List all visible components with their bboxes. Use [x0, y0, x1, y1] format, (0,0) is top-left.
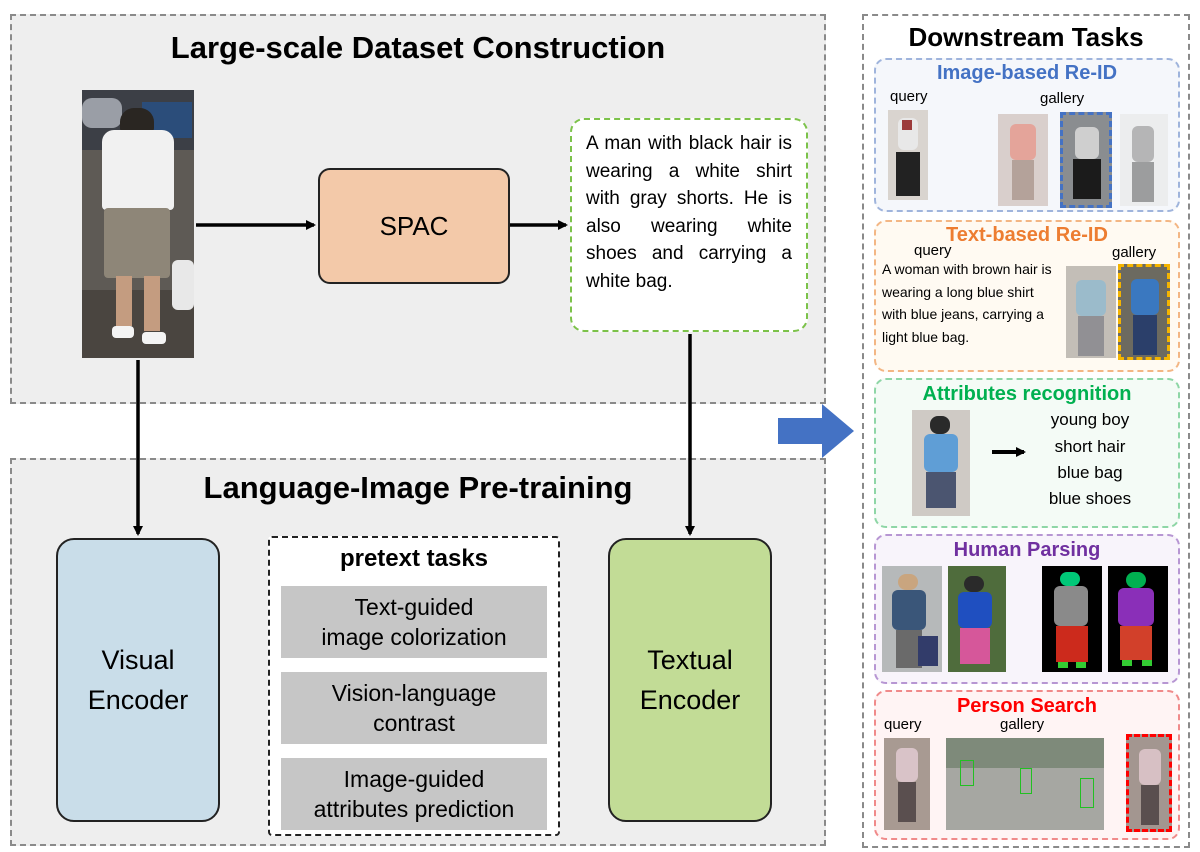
- spac-box: SPAC: [318, 168, 510, 284]
- image-reid-gallery-photo-2: [1060, 112, 1112, 208]
- attribute-item-3: blue bag: [1057, 463, 1123, 482]
- attribute-item-4: blue shoes: [1048, 489, 1132, 508]
- image-reid-gallery-photo-3: [1120, 114, 1168, 206]
- search-gallery-photo: [946, 738, 1104, 830]
- visual-encoder-box: Visual Encoder: [56, 538, 220, 822]
- person-photo: [82, 90, 194, 358]
- attribute-item-1: young boy: [1050, 410, 1130, 429]
- search-query-photo: [884, 738, 930, 830]
- dataset-construction-title: Large-scale Dataset Construction: [170, 30, 666, 65]
- visual-encoder-label: Visual Encoder: [87, 645, 189, 715]
- image-reid-query-photo: [888, 110, 928, 200]
- attributes-title: Attributes recognition: [922, 383, 1132, 405]
- pretext-task-contrast: Vision-language contrast: [281, 672, 547, 744]
- image-reid-gallery-label: gallery: [1040, 90, 1085, 107]
- text-reid-title: Text-based Re-ID: [946, 224, 1108, 246]
- text-reid-gallery-photo-1: [1066, 266, 1116, 358]
- big-blue-arrow: [778, 404, 854, 458]
- pretraining-title: Language-Image Pre-training: [203, 470, 633, 505]
- text-reid-gallery-photo-2: [1118, 264, 1170, 360]
- text-reid-gallery-label: gallery: [1112, 244, 1157, 261]
- textual-encoder-label: Textual Encoder: [639, 645, 741, 715]
- search-gallery-label: gallery: [1000, 716, 1045, 733]
- image-reid-gallery-photo-1: [998, 114, 1048, 206]
- spac-label: SPAC: [379, 210, 449, 241]
- attribute-item-2: short hair: [1054, 437, 1126, 456]
- attributes-photo: [912, 410, 970, 516]
- parsing-photo-1: [882, 566, 942, 672]
- parsing-title: Human Parsing: [953, 539, 1101, 561]
- text-reid-query-label: query: [914, 242, 952, 259]
- caption-text: A man with black hair is wearing a white…: [586, 133, 792, 292]
- search-title: Person Search: [956, 695, 1098, 717]
- search-query-label: query: [884, 716, 922, 733]
- text-reid-query-text: A woman with brown hair is wearing a lon…: [882, 261, 1052, 345]
- downstream-title: Downstream Tasks: [908, 22, 1144, 52]
- image-reid-title: Image-based Re-ID: [936, 62, 1118, 84]
- image-reid-query-label: query: [890, 88, 928, 105]
- caption-box: A man with black hair is wearing a white…: [570, 118, 808, 332]
- pretext-task-attributes: Image-guided attributes prediction: [281, 758, 547, 830]
- pretext-tasks-title: pretext tasks: [339, 545, 489, 572]
- parsing-mask-1: [1042, 566, 1102, 672]
- search-result-photo: [1126, 734, 1172, 832]
- textual-encoder-box: Textual Encoder: [608, 538, 772, 822]
- pretext-task-colorization: Text-guided image colorization: [281, 586, 547, 658]
- parsing-photo-2: [948, 566, 1006, 672]
- parsing-mask-2: [1108, 566, 1168, 672]
